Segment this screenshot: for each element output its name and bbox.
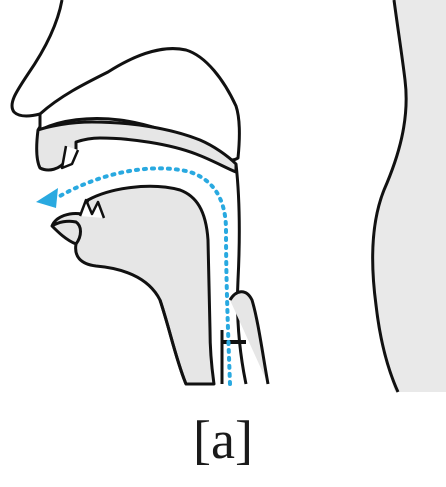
epiglottis <box>230 292 268 384</box>
airflow-arrow-icon <box>36 188 58 208</box>
upper-teeth <box>62 146 78 168</box>
pharynx-back-wall <box>236 164 246 384</box>
tongue <box>52 186 214 384</box>
phonetic-symbol-caption: [a] <box>0 410 446 470</box>
